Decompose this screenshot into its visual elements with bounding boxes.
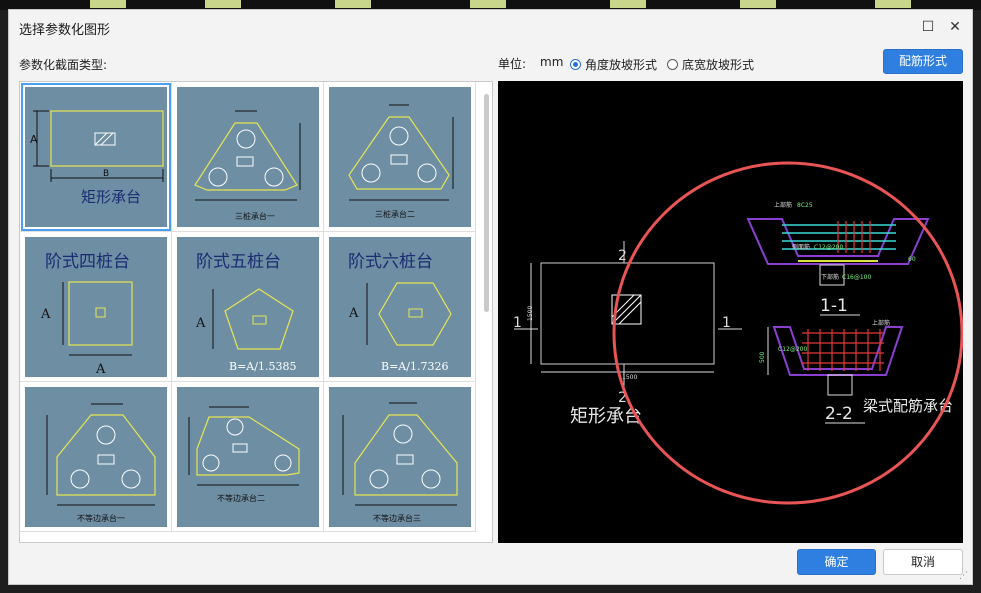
shape-thumbnail: A B 矩形承台 [25,87,167,227]
shape-stepped-six-pile[interactable]: 阶式六桩台 A B=A/1.7326 [324,232,476,382]
highlight-circle [612,161,963,505]
shape-three-pile-cap-2[interactable]: 三桩承台二 [324,82,476,232]
side-rebar-spec-2: C12@200 [778,346,807,353]
dim-b-label: B [103,169,109,179]
strip-chip [205,0,241,8]
section-mark-1: 1 [513,315,522,331]
shape-unequal-cap-2[interactable]: 不等边承台二 [172,382,324,532]
width-slope-label: 底宽放坡形式 [682,58,755,72]
resize-grip-icon[interactable]: ⋰ [959,571,968,581]
shape-name: 不等边承台三 [373,513,421,523]
shape-name: 阶式六桩台 [348,252,433,272]
select-parametric-shape-dialog: 选择参数化图形 ☐ ✕ 参数化截面类型: 单位: mm 角度放坡形式 底宽放坡形… [8,9,973,585]
shape-name: 三桩承台二 [375,209,415,219]
shape-unequal-cap-3[interactable]: 不等边承台三 [324,382,476,532]
section-mark-1: 1 [722,315,731,331]
preview-plan-title: 矩形承台 [570,406,642,427]
shape-thumbnail: 不等边承台二 [177,387,319,527]
shape-rect-cap[interactable]: A B 矩形承台 [20,82,172,232]
dim-a-label: A [195,316,206,331]
top-rebar-spec: 8C25 [797,202,813,209]
unit-label: 单位: [498,57,527,71]
shape-stepped-five-pile[interactable]: 阶式五桩台 A B=A/1.5385 [172,232,324,382]
shape-name: 不等边承台一 [77,513,125,523]
angle-slope-radio[interactable]: 角度放坡形式 [570,56,657,73]
dim-a-label: A [348,306,359,321]
shape-thumbnail: 三桩承台一 [177,87,319,227]
angle-slope-label: 角度放坡形式 [585,58,658,72]
strip-chip [610,0,646,8]
shape-three-pile-cap-1[interactable]: 三桩承台一 [172,82,324,232]
section-type-label: 参数化截面类型: [19,58,108,72]
dim-a-label: A [30,133,38,146]
preview-beam-title: 梁式配筋承台 [863,397,953,415]
shape-name: 矩形承台 [81,188,141,206]
cover-value: 60 [908,256,916,263]
width-slope-radio[interactable]: 底宽放坡形式 [667,56,754,73]
shape-thumbnail: 阶式六桩台 A B=A/1.7326 [329,237,471,377]
cancel-button[interactable]: 取消 [883,549,963,575]
shape-unequal-cap-1[interactable]: 不等边承台一 [20,382,172,532]
shape-thumbnail: 不等边承台一 [25,387,167,527]
section-mark-2: 2 [618,248,627,264]
shape-name: 阶式四桩台 [45,252,130,272]
strip-chip [335,0,371,8]
shape-thumbnail: 阶式四桩台 A A [25,237,167,377]
shape-preview-canvas: 2 2 1 1 1500 1500 矩形承台 上部筋 8C25 侧面筋 C12@… [498,81,963,543]
dialog-title: 选择参数化图形 [19,23,111,38]
side-rebar-label: 侧面筋 [792,243,810,251]
strip-chip [740,0,776,8]
strip-chip [90,0,126,8]
top-rebar-label-2: 上部筋 [872,319,890,327]
close-icon[interactable]: ✕ [949,19,961,35]
formula-label: B=A/1.5385 [229,360,296,373]
dim-height-label: 1500 [527,306,534,321]
unit-value: mm [540,55,564,69]
dim-a-label: A [95,362,106,377]
shape-thumbnail: 阶式五桩台 A B=A/1.5385 [177,237,319,377]
shape-name: 三桩承台一 [235,211,275,221]
side-rebar-spec: C12@200 [814,244,843,251]
rebar-form-button[interactable]: 配筋形式 [883,49,963,74]
shape-stepped-four-pile[interactable]: 阶式四桩台 A A [20,232,172,382]
radio-checked-icon [570,59,581,70]
strip-chip [875,0,911,8]
bottom-rebar-label: 下部筋 [821,273,839,281]
shape-gallery: A B 矩形承台 三桩承台一 [19,81,493,543]
background-toolbar-strip [0,0,981,10]
dim-a-label: A [40,307,51,322]
formula-label: B=A/1.7326 [381,360,448,373]
shape-name: 阶式五桩台 [196,252,281,272]
gallery-scrollbar[interactable] [484,94,489,312]
strip-chip [470,0,506,8]
shape-thumbnail: 三桩承台二 [329,87,471,227]
section-2-2-title: 2-2 [825,404,853,424]
dim-width-label: 1500 [622,374,637,381]
shape-thumbnail: 不等边承台三 [329,387,471,527]
maximize-icon[interactable]: ☐ [921,19,935,35]
section-mark-2: 2 [618,390,627,406]
section-1-1-title: 1-1 [820,296,848,316]
ok-button[interactable]: 确定 [797,549,876,575]
radio-unchecked-icon [667,59,678,70]
shape-name: 不等边承台二 [217,493,265,503]
height-value: 500 [759,351,766,363]
bottom-rebar-spec: C16@100 [842,274,871,281]
top-rebar-label: 上部筋 [774,201,792,209]
